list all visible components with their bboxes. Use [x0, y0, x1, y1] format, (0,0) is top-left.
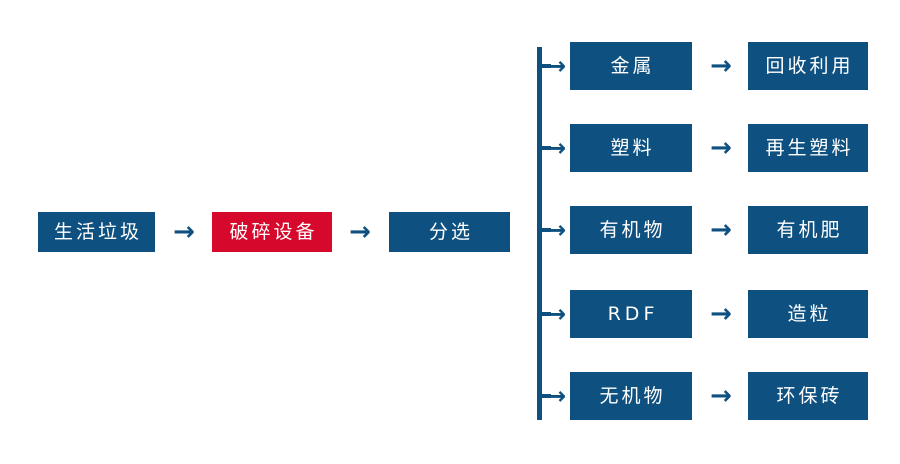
branch-trunk-line — [537, 47, 542, 420]
node-label: 破碎设备 — [229, 220, 318, 243]
node-label: 环保砖 — [776, 384, 843, 407]
branch-row: → 金属 → 回收利用 — [0, 42, 900, 90]
node-household-waste[interactable]: 生活垃圾 — [38, 212, 155, 252]
node-label: 回收利用 — [765, 54, 854, 77]
node-label: 造粒 — [787, 302, 832, 325]
flow-arrow-icon-1: → — [160, 212, 208, 252]
arrow-glyph: → — [545, 52, 567, 80]
arrow-glyph: → — [710, 133, 732, 163]
arrow-glyph: → — [545, 300, 567, 328]
branch-stub-line — [539, 394, 551, 398]
branch-row: → 有机物 → 有机肥 — [0, 206, 900, 254]
arrow-glyph: → — [710, 381, 732, 411]
arrow-glyph: → — [545, 134, 567, 162]
node-label: 生活垃圾 — [53, 220, 142, 243]
arrow-glyph: → — [710, 215, 732, 245]
node-product-organic-fertilizer[interactable]: 有机肥 — [748, 206, 868, 254]
branch-product-arrow-icon: → — [700, 290, 742, 338]
node-product-recycled-plastic[interactable]: 再生塑料 — [748, 124, 868, 172]
branch-stub-line — [539, 228, 551, 232]
arrow-glyph: → — [545, 382, 567, 410]
arrow-glyph: → — [545, 216, 567, 244]
node-product-granulation[interactable]: 造粒 — [748, 290, 868, 338]
node-shredding-equipment[interactable]: 破碎设备 — [212, 212, 332, 252]
node-label: 分选 — [428, 220, 473, 243]
arrow-glyph: → — [349, 217, 371, 247]
branch-stub-line — [539, 64, 551, 68]
branch-arrow-icon: → — [541, 206, 571, 254]
node-sorting[interactable]: 分选 — [389, 212, 510, 252]
node-label: 金属 — [610, 54, 655, 77]
node-product-eco-brick[interactable]: 环保砖 — [748, 372, 868, 420]
node-label: 无机物 — [599, 384, 666, 407]
node-category-plastic[interactable]: 塑料 — [570, 124, 692, 172]
node-category-rdf[interactable]: RDF — [570, 290, 692, 338]
node-category-metal[interactable]: 金属 — [570, 42, 692, 90]
branch-stub-line — [539, 312, 551, 316]
branch-product-arrow-icon: → — [700, 42, 742, 90]
node-product-recycling[interactable]: 回收利用 — [748, 42, 868, 90]
node-category-inorganic[interactable]: 无机物 — [570, 372, 692, 420]
node-label: 有机肥 — [776, 218, 843, 241]
arrow-glyph: → — [173, 217, 195, 247]
node-label: 再生塑料 — [765, 136, 854, 159]
node-label: RDF — [607, 302, 659, 325]
branch-product-arrow-icon: → — [700, 206, 742, 254]
branch-stub-line — [539, 146, 551, 150]
branch-arrow-icon: → — [541, 124, 571, 172]
branch-arrow-icon: → — [541, 372, 571, 420]
branch-arrow-icon: → — [541, 42, 571, 90]
node-label: 塑料 — [610, 136, 655, 159]
arrow-glyph: → — [710, 299, 732, 329]
node-category-organic[interactable]: 有机物 — [570, 206, 692, 254]
arrow-glyph: → — [710, 51, 732, 81]
node-label: 有机物 — [599, 218, 666, 241]
branch-row: → 塑料 → 再生塑料 — [0, 124, 900, 172]
branch-arrow-icon: → — [541, 290, 571, 338]
branch-product-arrow-icon: → — [700, 124, 742, 172]
branch-row: → 无机物 → 环保砖 — [0, 372, 900, 420]
branch-row: → RDF → 造粒 — [0, 290, 900, 338]
flow-arrow-icon-2: → — [336, 212, 384, 252]
branch-product-arrow-icon: → — [700, 372, 742, 420]
